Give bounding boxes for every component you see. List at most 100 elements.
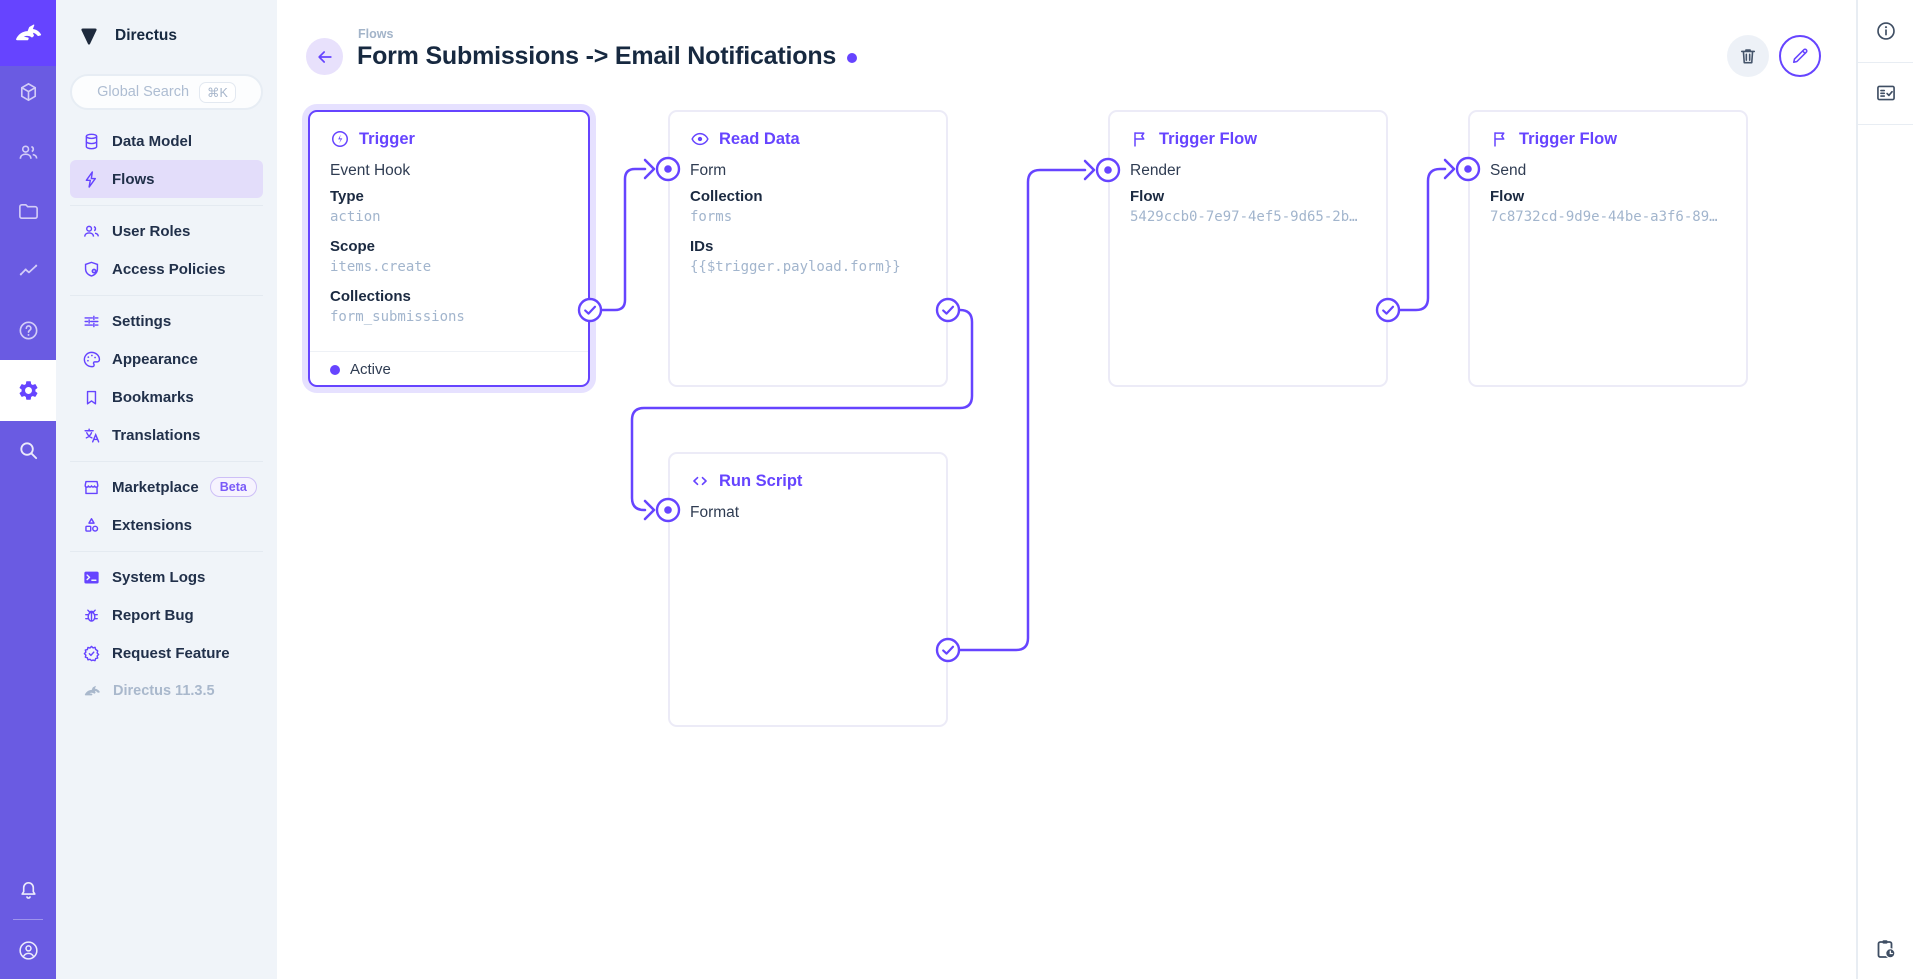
account-circle-icon [18, 940, 38, 960]
sidebar-item-extensions[interactable]: Extensions [70, 506, 263, 544]
field-label: Collections [330, 288, 411, 305]
rail-divider [13, 919, 43, 920]
module-users-button[interactable] [0, 128, 56, 176]
rabbit-logo-icon-gray [84, 685, 100, 696]
node-header: Run Script [690, 470, 926, 492]
delete-flow-button[interactable] [1727, 35, 1769, 77]
wire-trigger-flow-render-to-send [1398, 167, 1447, 312]
sidebar-item-system-logs[interactable]: System Logs [70, 558, 263, 596]
flow-node-run-script[interactable]: Run Script Format [668, 452, 948, 727]
flow-status-dot [847, 53, 858, 63]
operation-name: Form [690, 162, 727, 179]
node-header: Trigger Flow [1130, 128, 1366, 150]
right-sidebar-divider [1858, 62, 1913, 63]
field-label: IDs [690, 238, 714, 255]
global-search-input[interactable]: Global Search ⌘K [70, 74, 263, 110]
sidebar-item-data-model[interactable]: Data Model [70, 122, 263, 160]
flow-node-trigger[interactable]: Trigger Event Hook Type action Scope ite… [308, 110, 590, 387]
module-insights-button[interactable] [0, 246, 56, 294]
sidebar-item-settings[interactable]: Settings [70, 302, 263, 340]
bell-icon [20, 881, 36, 899]
shapes-icon [85, 517, 99, 532]
sidebar-item-user-roles[interactable]: User Roles [70, 212, 263, 250]
flag-icon [1494, 132, 1505, 147]
search-placeholder: Global Search [97, 84, 190, 100]
shield-lock-icon [84, 261, 99, 277]
bolt-icon [85, 170, 97, 188]
sidebar-item-report-bug[interactable]: Report Bug [70, 596, 263, 634]
field-value: action [330, 209, 381, 225]
field-value: forms [690, 209, 733, 225]
nav-divider [70, 544, 263, 558]
tune-icon [84, 315, 99, 327]
project-header[interactable]: Directus [56, 0, 277, 56]
database-icon [85, 133, 98, 149]
field-value: form_submissions [330, 309, 465, 325]
node-header: Trigger Flow [1490, 128, 1726, 150]
node-header: Read Data [690, 128, 926, 150]
field-label: Scope [330, 238, 376, 255]
help-icon [19, 321, 37, 339]
info-sidebar-button[interactable] [1858, 1, 1913, 61]
right-sidebar [1856, 0, 1913, 979]
directus-logo-button[interactable] [0, 0, 56, 66]
terminal-icon [84, 571, 99, 583]
module-content-button[interactable] [0, 68, 56, 116]
people-icon [84, 225, 99, 237]
gear-icon [19, 381, 37, 400]
arrow-left-icon [317, 50, 332, 63]
flow-node-read-data[interactable]: Read Data Form Collection forms IDs {{$t… [668, 110, 948, 387]
rabbit-logo-icon [16, 24, 42, 41]
nav-divider [70, 198, 263, 212]
back-button[interactable] [306, 38, 343, 75]
sidebar-item-request-feature[interactable]: Request Feature [70, 634, 263, 672]
sidebar-item-bookmarks[interactable]: Bookmarks [70, 378, 263, 416]
module-help-button[interactable] [0, 306, 56, 354]
wire-arrow-icon [1083, 159, 1096, 181]
wire-run-script-to-trigger-flow-render [958, 168, 1087, 652]
palette-icon [83, 351, 101, 367]
pending-actions-icon [1877, 940, 1895, 959]
wire-arrow-icon [643, 499, 656, 521]
logs-sidebar-button[interactable] [1858, 63, 1913, 123]
flow-node-trigger-flow-send[interactable]: Trigger Flow Send Flow 7c8732cd-9d9e-44b… [1468, 110, 1748, 387]
page-title-text: Form Submissions -> Email Notifications [357, 42, 837, 70]
notifications-button[interactable] [0, 866, 56, 914]
right-sidebar-divider [1858, 124, 1913, 125]
module-files-button[interactable] [0, 187, 56, 235]
sidebar-item-access-policies[interactable]: Access Policies [70, 250, 263, 288]
cube-icon [20, 82, 36, 101]
trigger-status-row: Active [310, 351, 588, 387]
nav-divider [70, 288, 263, 302]
info-icon [1876, 22, 1895, 40]
account-button[interactable] [0, 926, 56, 974]
breadcrumb[interactable]: Flows [358, 27, 394, 41]
bookmark-icon [86, 390, 97, 405]
nav-sidebar: Directus Global Search ⌘K Data Model Flo… [56, 0, 277, 979]
wire-arrow-icon [1443, 158, 1456, 180]
sidebar-item-marketplace[interactable]: Marketplace Beta [70, 468, 263, 506]
bug-icon [85, 608, 98, 622]
node-header: Trigger [330, 128, 568, 150]
nav-divider [70, 454, 263, 468]
module-search-button[interactable] [0, 426, 56, 474]
sidebar-item-appearance[interactable]: Appearance [70, 340, 263, 378]
fact-check-icon [1876, 85, 1895, 101]
field-value: 5429ccb0-7e97-4ef5-9d65-2b… [1130, 209, 1358, 225]
pencil-icon [1792, 48, 1808, 64]
field-label: Type [330, 188, 364, 205]
project-logo-icon [81, 28, 97, 45]
search-icon [19, 441, 37, 459]
seal-check-icon [83, 645, 100, 661]
sidebar-item-flows[interactable]: Flows [70, 160, 263, 198]
wire-arrow-icon [643, 158, 656, 180]
storefront-icon [84, 480, 99, 494]
edit-flow-button[interactable] [1779, 35, 1821, 77]
translate-icon [84, 427, 100, 443]
flow-node-trigger-flow-render[interactable]: Trigger Flow Render Flow 5429ccb0-7e97-4… [1108, 110, 1388, 387]
sidebar-item-translations[interactable]: Translations [70, 416, 263, 454]
pending-revisions-button[interactable] [1858, 919, 1913, 979]
flag-icon [1134, 132, 1145, 147]
module-settings-button[interactable] [0, 360, 56, 421]
page-title: Form Submissions -> Email Notifications [357, 42, 858, 71]
